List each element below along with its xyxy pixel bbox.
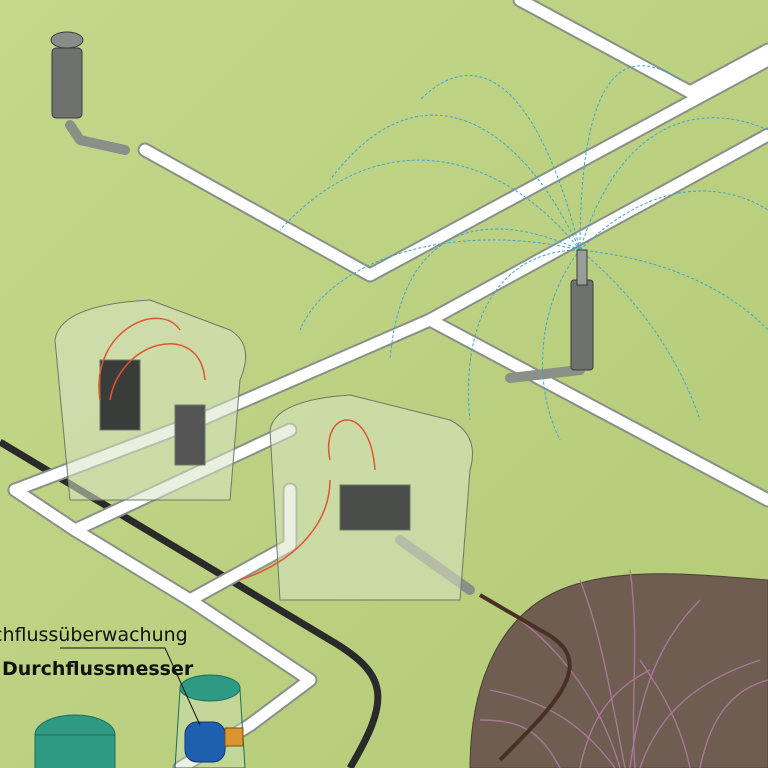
- drip-line: [478, 593, 572, 762]
- valve-box-2: [269, 394, 473, 601]
- soil-mound: [469, 573, 768, 768]
- water-spray: [279, 65, 768, 441]
- flow-meter-label: Durchflussmesser: [2, 658, 194, 680]
- wires: [98, 317, 376, 581]
- valve-box-1: [54, 299, 247, 501]
- flow-monitoring-label: chflussüberwachung: [0, 624, 188, 646]
- flow-meter: [184, 721, 244, 763]
- rotor-sprinkler: [50, 31, 594, 371]
- control-cable: [0, 438, 382, 768]
- ornamental-grass: [479, 569, 768, 768]
- label-leader-line: [60, 647, 201, 726]
